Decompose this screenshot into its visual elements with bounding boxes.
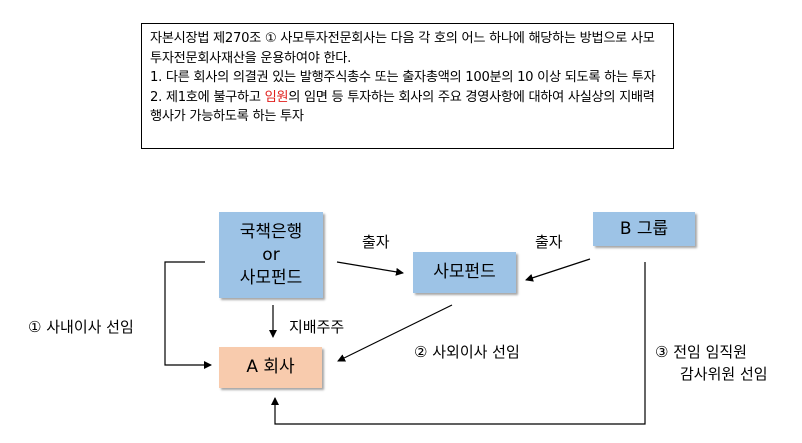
label-outside-director: ② 사외이사 선임 bbox=[414, 343, 520, 361]
node-label: 사모펀드 bbox=[239, 267, 303, 288]
arrow-invest-left bbox=[336, 261, 404, 276]
node-pe-fund: 사모펀드 bbox=[413, 252, 516, 293]
arrow-outside-director bbox=[337, 304, 453, 362]
law-text-box: 자본시장법 제270조 ① 사모투자전문회사는 다음 각 호의 어느 하나에 해… bbox=[141, 23, 674, 149]
node-label: 사모펀드 bbox=[433, 262, 496, 282]
label-auditor-line1: ③ 전임 임직원 bbox=[655, 343, 747, 361]
item-2-text-rest: 의 임면 등 투자하는 회사의 주요 경영사항에 대하여 사실상의 지배력 행사… bbox=[150, 89, 655, 125]
node-label: B 그룹 bbox=[619, 218, 669, 239]
label-inside-director: ① 사내이사 선임 bbox=[28, 318, 134, 336]
label-controlling-shareholder: 지배주주 bbox=[289, 318, 345, 336]
law-text-item-1: 1. 다른 회사의 의결권 있는 발행주식총수 또는 출자총액의 100분의 1… bbox=[150, 70, 656, 85]
node-label: A 회사 bbox=[246, 357, 295, 377]
label-auditor-line2: 감사위원 선임 bbox=[680, 365, 768, 383]
node-b-group: B 그룹 bbox=[593, 212, 695, 246]
node-policy-bank: 국책은행 or 사모펀드 bbox=[219, 212, 323, 298]
node-label: 국책은행 bbox=[239, 221, 303, 242]
arrow-invest-right bbox=[525, 258, 591, 282]
item-2-text: 2. 제1호에 불구하고 bbox=[150, 89, 265, 105]
label-invest-left: 출자 bbox=[362, 233, 390, 251]
node-label: or bbox=[262, 244, 280, 265]
arrow-auditor bbox=[271, 262, 646, 425]
arrow-inside-director bbox=[164, 261, 212, 369]
node-a-company: A 회사 bbox=[219, 347, 322, 388]
label-invest-right: 출자 bbox=[535, 233, 563, 251]
law-text-heading: 자본시장법 제270조 ① 사모투자전문회사는 다음 각 호의 어느 하나에 해… bbox=[150, 31, 655, 66]
law-text-item-2: 2. 제1호에 불구하고 임원의 임면 등 투자하는 회사의 주요 경영사항에 … bbox=[150, 88, 665, 127]
highlight-executive: 임원 bbox=[264, 89, 289, 105]
